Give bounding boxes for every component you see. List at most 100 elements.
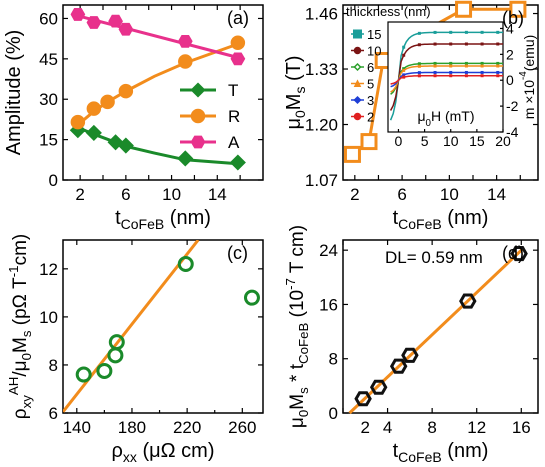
inset-point-5: [449, 64, 453, 68]
panel-d-x-tick-label: 2: [361, 418, 370, 437]
label-part: 0: [426, 118, 432, 129]
label-part: t: [393, 207, 399, 229]
panel-d-point: [510, 246, 528, 262]
panel-b-point: [360, 133, 378, 151]
label-part: CoFeB: [398, 449, 442, 465]
label-part: T cm): [287, 225, 308, 278]
label-part: cm): [10, 234, 31, 266]
label-part: M: [283, 94, 305, 111]
panel-d-annotation: DL= 0.59 nm: [385, 248, 483, 267]
panel-b-y-tick-label: 1.46: [305, 4, 338, 23]
inset-point-3: [402, 73, 406, 77]
panel-c-fit-line: [63, 240, 200, 413]
inset-point-15: [464, 30, 468, 34]
panel-d-y-axis-label: μ0Ms * tCoFeB (10-7 T cm): [283, 225, 311, 428]
panel-c-frame: [62, 239, 264, 414]
panel-b-point: [509, 0, 527, 18]
inset-point-5: [464, 64, 468, 68]
label-part: μ: [417, 108, 425, 124]
label-part: -4: [518, 71, 529, 80]
inset-point-15: [417, 31, 421, 35]
panel-c-point: [243, 289, 260, 306]
legend-T-swatch-marker: [190, 82, 206, 98]
panel-a-x-tick-label: 6: [121, 185, 130, 204]
panel-c-point: [177, 256, 194, 273]
panel-c-label: (c): [227, 243, 248, 263]
inset-point-3: [480, 70, 484, 74]
panel-a-y-tick-label: 15: [39, 131, 58, 150]
inset-point-15: [449, 30, 453, 34]
label-part: (pΩ T: [10, 277, 31, 331]
inset-y-axis-label: m ×10-4(emu): [518, 35, 537, 120]
inset-x-tick-label: 20: [495, 133, 511, 149]
inset-point-2: [464, 74, 468, 78]
inset-point-3: [449, 70, 453, 74]
label-part: (nm): [442, 440, 489, 462]
label-part: t: [115, 207, 121, 229]
inset-point-6: [449, 61, 453, 65]
panel-b-x-tick-label: 6: [397, 185, 406, 204]
panel-c-point: [96, 362, 113, 379]
inset-legend-label-3: 3: [367, 93, 374, 108]
inset-point-3: [464, 70, 468, 74]
series-T-point: [229, 154, 246, 171]
panel-b-x-tick-label: 10: [440, 185, 459, 204]
inset-x-tick-label: 15: [469, 133, 485, 149]
panel-b-y-tick-label: 1.20: [305, 115, 338, 134]
series-R-point: [70, 114, 86, 130]
label-part: ρ: [112, 440, 123, 462]
label-part: AH: [6, 377, 21, 395]
panel-d-point: [401, 347, 419, 363]
inset-point-10: [464, 42, 468, 46]
inset-point-2: [496, 74, 500, 78]
panel-c-y-tick-label: 8: [49, 356, 58, 375]
panel-a-x-tick-label: 10: [162, 185, 181, 204]
panel-c-y-tick-label: 12: [39, 260, 58, 279]
panel-a-label: (a): [227, 8, 249, 28]
panel-a-x-tick-label: 14: [208, 185, 227, 204]
inset-point-10: [417, 43, 421, 47]
label-part: (μΩ cm): [137, 440, 215, 462]
series-A-point: [86, 16, 102, 29]
panel-c-point: [108, 334, 125, 351]
inset-legend-label-6: 6: [367, 60, 374, 75]
inset-point-5: [496, 64, 500, 68]
inset-point-15: [402, 45, 406, 49]
inset-point-5: [433, 64, 437, 68]
panel-a-y-tick-label: 30: [39, 90, 58, 109]
panel-d-x-tick-label: 12: [467, 418, 486, 437]
series-T-point: [117, 137, 134, 154]
legend-R-label: R: [228, 107, 240, 126]
inset-y-tick-label: 4: [506, 20, 514, 36]
label-part: xx: [123, 449, 137, 465]
panel-a-y-tick-label: 60: [39, 9, 58, 28]
inset-point-2: [402, 75, 406, 79]
panel-c-y-tick-label: 6: [49, 404, 58, 423]
label-part: * t: [287, 363, 308, 387]
inset-point-6: [402, 67, 406, 71]
series-R-point: [178, 54, 193, 69]
inset-point-6: [496, 61, 500, 65]
inset-x-tick-label: 0: [395, 133, 403, 149]
legend-R-swatch-marker: [190, 108, 206, 124]
label-part: ρ: [10, 408, 31, 419]
inset-curve-5: [390, 65, 503, 93]
panel-c-x-tick-label: 220: [173, 418, 201, 437]
inset-point-10: [449, 42, 453, 46]
panel-a-y-tick-label: 0: [49, 171, 58, 190]
panel-c-x-tick-label: 260: [228, 418, 256, 437]
label-part: s: [296, 387, 311, 394]
series-R-point: [230, 35, 246, 50]
inset-point-2: [480, 74, 484, 78]
panel-a-y-axis-label: Amplitude (%): [3, 30, 25, 156]
series-T-fit-line: [77, 126, 239, 166]
series-A-point: [108, 14, 123, 28]
series-A-point: [70, 8, 86, 21]
series-T-point: [177, 150, 194, 167]
inset-point-3: [417, 71, 421, 75]
inset-legend-label-2: 2: [367, 110, 374, 125]
label-part: CoFeB: [121, 216, 165, 232]
inset-legend-swatch-marker-5: [353, 79, 362, 87]
panel-b-frame: [342, 4, 539, 181]
